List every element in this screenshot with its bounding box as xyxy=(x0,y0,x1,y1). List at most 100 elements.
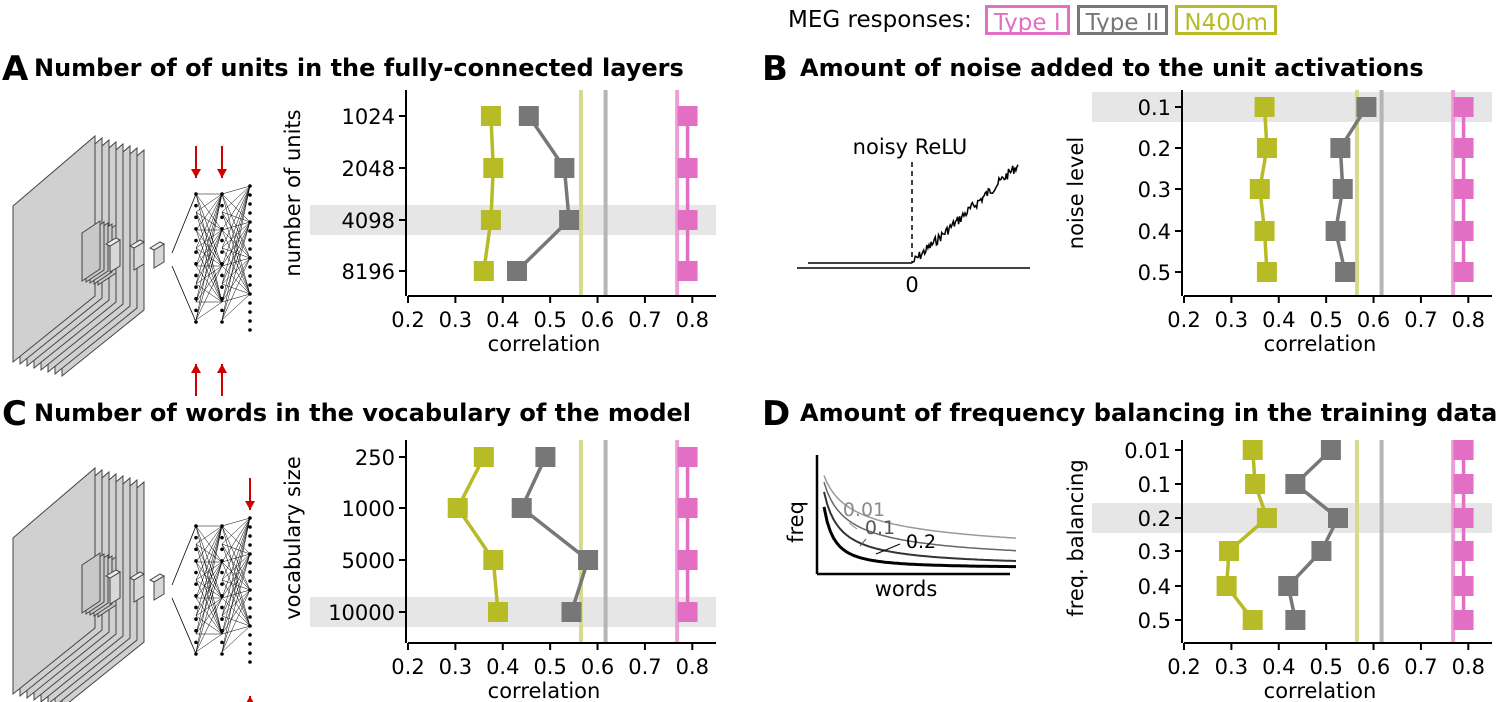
data-marker-n400m xyxy=(480,106,501,126)
unit-dot xyxy=(248,570,252,574)
unit-dot xyxy=(248,597,252,601)
unit-dot xyxy=(220,535,224,540)
connection xyxy=(221,517,251,527)
freq-curve xyxy=(822,506,1016,569)
data-marker-type-i xyxy=(677,158,698,178)
x-tick-label: 0.6 xyxy=(1357,655,1390,679)
network-diagram-units xyxy=(12,134,252,396)
connection xyxy=(221,625,251,635)
freq-xlabel: words xyxy=(875,577,938,601)
x-tick-label: 0.8 xyxy=(1452,308,1485,332)
conv-layer xyxy=(148,573,166,583)
connection xyxy=(171,265,197,323)
unit-dot xyxy=(194,238,198,243)
data-marker-n400m xyxy=(1219,541,1240,561)
y-tick-label: 0.2 xyxy=(1138,137,1171,161)
data-marker-type-i xyxy=(1453,179,1474,199)
data-marker-type-ii xyxy=(559,210,580,230)
y-tick-label: 1024 xyxy=(342,105,395,129)
legend-type-i: Type I xyxy=(984,5,1070,36)
conv-layer xyxy=(148,241,166,251)
connection xyxy=(195,525,223,563)
connection xyxy=(221,517,251,545)
data-marker-n400m xyxy=(1249,179,1270,199)
x-axis-label: correlation xyxy=(488,679,601,702)
data-marker-type-i xyxy=(1453,138,1474,158)
data-marker-type-ii xyxy=(1311,541,1332,561)
y-tick-label: 4098 xyxy=(342,209,395,233)
data-marker-type-ii xyxy=(1330,138,1351,158)
connection xyxy=(221,257,251,303)
data-marker-n400m xyxy=(480,210,501,230)
connection xyxy=(221,185,251,267)
data-marker-type-ii xyxy=(1285,610,1306,630)
y-tick-label: 5000 xyxy=(342,549,395,573)
connection xyxy=(221,185,251,303)
unit-dot xyxy=(194,640,198,645)
unit-dot xyxy=(194,535,198,540)
x-tick-label: 0.2 xyxy=(391,655,424,679)
data-marker-type-i xyxy=(1453,440,1474,460)
connection xyxy=(195,193,223,285)
y-tick-label: 0.1 xyxy=(1138,473,1171,497)
connection xyxy=(195,193,223,249)
legend: MEG responses: Type I Type II N400m xyxy=(788,2,1277,38)
x-tick-label: 0.3 xyxy=(1215,655,1248,679)
connection xyxy=(195,525,223,545)
x-tick-label: 0.2 xyxy=(1167,655,1200,679)
connection xyxy=(195,193,223,213)
data-marker-type-i xyxy=(677,261,698,281)
x-tick-label: 0.7 xyxy=(628,308,661,332)
connection xyxy=(221,185,251,231)
connection xyxy=(195,633,223,653)
zero-label: 0 xyxy=(905,273,918,297)
conv-layer xyxy=(12,466,96,696)
y-tick-label: 10000 xyxy=(328,601,395,625)
label-leader xyxy=(859,538,867,547)
unit-dot xyxy=(248,238,252,242)
freq-curve xyxy=(823,475,1017,539)
panel-title: Number of words in the vocabulary of the… xyxy=(34,399,691,427)
freq-curve xyxy=(823,491,1017,562)
x-tick-label: 0.5 xyxy=(533,655,566,679)
connection xyxy=(221,625,251,653)
data-marker-n400m xyxy=(473,447,494,467)
x-tick-label: 0.8 xyxy=(1452,655,1485,679)
unit-dot xyxy=(220,652,224,656)
data-marker-type-ii xyxy=(511,498,532,518)
x-tick-label: 0.4 xyxy=(1262,655,1295,679)
connection xyxy=(171,193,197,254)
data-marker-type-i xyxy=(1453,508,1474,528)
y-axis-label: freq. balancing xyxy=(1064,459,1088,616)
connection xyxy=(195,265,223,303)
unit-dot xyxy=(248,310,252,314)
connection xyxy=(195,597,223,653)
unit-dot xyxy=(248,301,252,305)
data-marker-type-ii xyxy=(554,158,575,178)
connection xyxy=(221,293,251,321)
conv-layer xyxy=(128,239,146,249)
unit-dot xyxy=(248,265,252,269)
y-tick-label: 1000 xyxy=(342,497,395,521)
arrow-head xyxy=(191,169,201,178)
conv-layer xyxy=(104,569,122,579)
series-line-n400m xyxy=(482,115,496,272)
x-tick-label: 0.2 xyxy=(391,308,424,332)
data-marker-n400m xyxy=(1242,440,1263,460)
data-marker-type-i xyxy=(677,210,698,230)
data-marker-type-ii xyxy=(1332,179,1353,199)
panel-title: Amount of frequency balancing in the tra… xyxy=(800,399,1497,427)
unit-dot xyxy=(248,561,252,565)
data-marker-type-i xyxy=(677,602,698,622)
connection xyxy=(221,589,251,635)
x-tick-label: 0.6 xyxy=(1357,308,1390,332)
x-tick-label: 0.3 xyxy=(439,308,472,332)
y-axis-label: vocabulary size xyxy=(281,456,305,620)
unit-dot xyxy=(220,238,224,243)
arrow-head xyxy=(217,169,227,178)
highlight-band xyxy=(310,205,716,235)
arrow-head xyxy=(217,364,227,373)
